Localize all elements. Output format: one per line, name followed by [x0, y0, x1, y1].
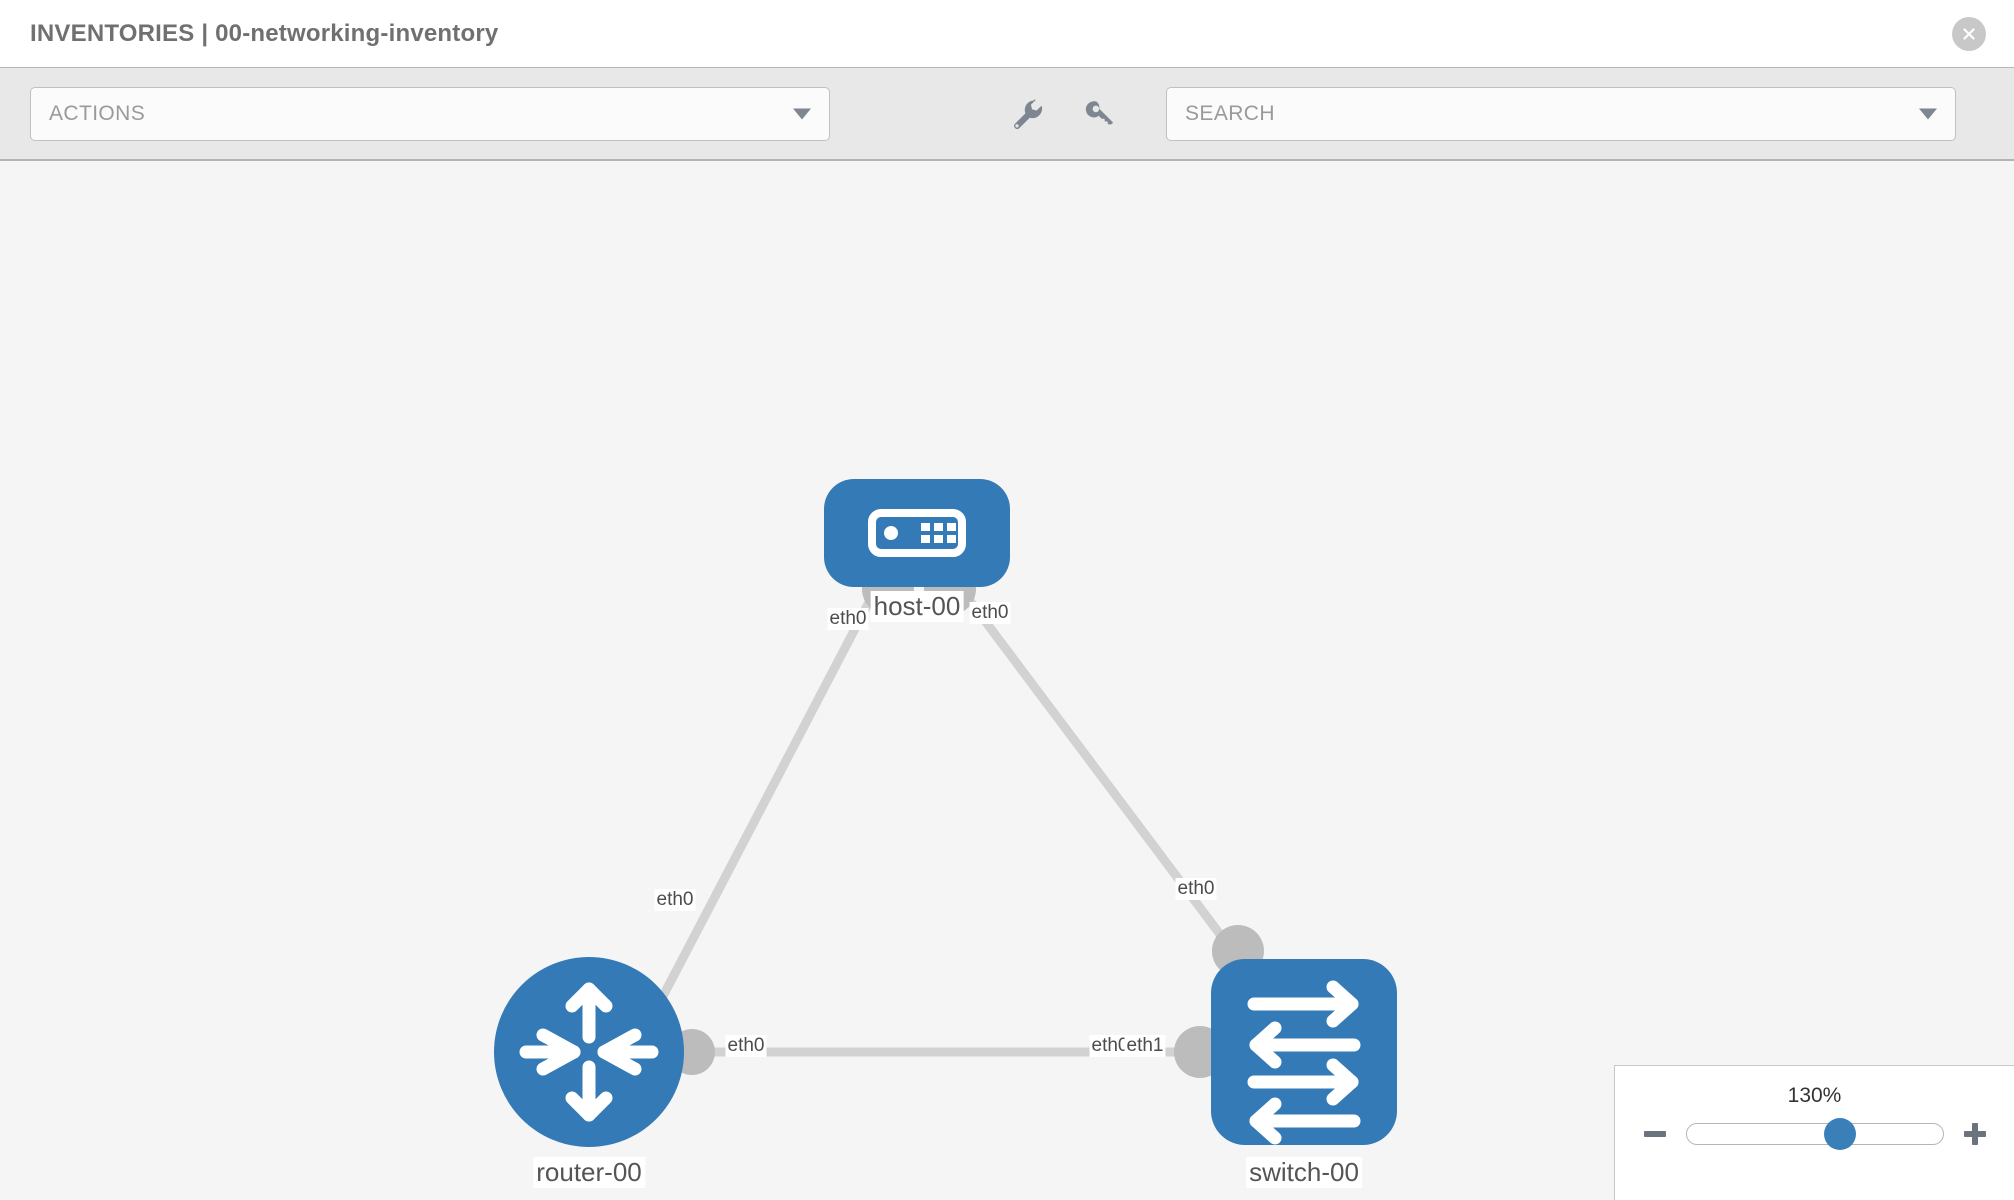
- switch-arrows-icon: [1247, 980, 1361, 1145]
- key-icon[interactable]: [1084, 97, 1118, 131]
- iface-label-switch00-eth1-left: eth1: [1124, 1035, 1166, 1057]
- zoom-slider-thumb[interactable]: [1824, 1118, 1857, 1150]
- zoom-slider[interactable]: [1685, 1118, 1944, 1150]
- topology-graph: [494, 479, 1397, 1147]
- iface-label-router00-eth0-up: eth0: [654, 889, 696, 911]
- server-icon: [868, 509, 966, 557]
- node-label-switch-00: switch-00: [1246, 1157, 1362, 1188]
- zoom-level-label: 130%: [1787, 1084, 1842, 1107]
- router-arrows-icon: [519, 982, 659, 1122]
- close-button[interactable]: [1952, 16, 1986, 51]
- page-header: INVENTORIES | 00-networking-inventory: [0, 0, 2014, 68]
- zoom-control-panel: 130%: [1614, 1065, 2014, 1200]
- node-switch-00[interactable]: [1211, 959, 1397, 1145]
- iface-label-host00-eth0-left: eth0: [827, 608, 869, 630]
- wrench-icon[interactable]: [1010, 97, 1044, 131]
- link-host00-router00[interactable]: [646, 578, 884, 1024]
- search-dropdown[interactable]: SEARCH: [1166, 86, 1956, 141]
- zoom-out-button[interactable]: [1642, 1121, 1668, 1147]
- iface-label-host00-eth0-right: eth0: [969, 602, 1011, 624]
- node-host-00[interactable]: [824, 479, 1010, 587]
- chevron-down-icon: [793, 108, 811, 119]
- iface-label-switch00-eth0-up: eth0: [1175, 878, 1217, 900]
- chevron-down-icon: [1919, 108, 1937, 119]
- search-input-placeholder[interactable]: SEARCH: [1185, 101, 1275, 125]
- page-title: INVENTORIES | 00-networking-inventory: [30, 19, 499, 47]
- toolbar: ACTIONS SEARCH: [0, 68, 2014, 161]
- iface-label-router00-eth0-right: eth0: [725, 1035, 767, 1057]
- close-icon: [1963, 27, 1975, 40]
- actions-dropdown[interactable]: ACTIONS: [30, 86, 830, 141]
- node-label-host-00: host-00: [870, 591, 964, 622]
- zoom-in-button[interactable]: [1962, 1121, 1988, 1147]
- link-layer: [646, 578, 1244, 1057]
- link-host00-switch00[interactable]: [951, 578, 1244, 964]
- topology-canvas[interactable]: eth0 eth0 eth0 eth0 eth0 eth0 eth1 host-…: [0, 161, 2014, 1200]
- node-router-00[interactable]: [494, 957, 684, 1147]
- toolbar-icon-group: [1010, 97, 1118, 131]
- iface-label-switch00-eth0-left: eth0: [1089, 1035, 1131, 1057]
- actions-dropdown-label: ACTIONS: [49, 101, 146, 125]
- node-label-router-00: router-00: [533, 1157, 645, 1188]
- zoom-control-row: [1615, 1118, 2014, 1150]
